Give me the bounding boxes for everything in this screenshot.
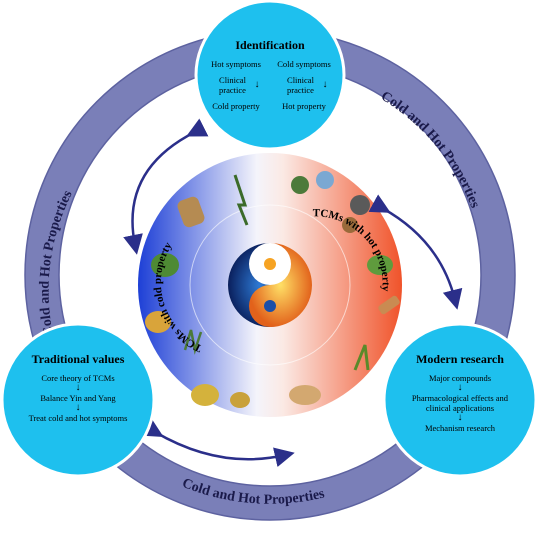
identification-left-2: Cold property xyxy=(212,101,260,111)
identification-right-col: Cold symptoms Clinical practice ↓ Hot pr… xyxy=(273,59,335,111)
down-arrow-icon: ↓ xyxy=(75,402,81,413)
arrow-top-right xyxy=(368,194,463,310)
traditional-item-0: Core theory of TCMs xyxy=(41,373,115,383)
identification-title: Identification xyxy=(235,38,305,52)
arrow-top-left xyxy=(123,118,209,255)
identification-box: Identification Hot symptoms Clinical pra… xyxy=(205,38,335,111)
identification-left-arrow: Clinical practice ↓ xyxy=(205,75,267,95)
down-arrow-icon: ↓ xyxy=(457,412,463,423)
modern-item-0: Major compounds xyxy=(428,373,492,383)
identification-right-arrow: Clinical practice ↓ xyxy=(273,75,335,95)
identification-left-col: Hot symptoms Clinical practice ↓ Cold pr… xyxy=(205,59,267,111)
down-arrow-icon: ↓ xyxy=(75,382,81,393)
traditional-item-2: Treat cold and hot symptoms xyxy=(28,413,128,423)
identification-left-0: Hot symptoms xyxy=(211,59,261,69)
traditional-box: Traditional values Core theory of TCMs ↓… xyxy=(8,352,148,423)
traditional-title: Traditional values xyxy=(31,352,125,366)
modern-item-2: Mechanism research xyxy=(424,423,496,433)
identification-right-2: Hot property xyxy=(282,101,326,111)
modern-circle xyxy=(382,322,538,478)
traditional-item-1: Balance Yin and Yang xyxy=(40,393,116,403)
down-arrow-icon: ↓ xyxy=(457,382,463,393)
arrow-bottom xyxy=(141,418,295,467)
down-arrow-icon: ↓ xyxy=(322,79,328,90)
modern-item-1: Pharmacological effects and clinical app… xyxy=(411,393,509,413)
traditional-circle xyxy=(0,322,156,478)
modern-box: Modern research Major compounds ↓ Pharma… xyxy=(395,352,525,433)
identification-right-0: Cold symptoms xyxy=(277,59,331,69)
identification-left-1: Clinical practice xyxy=(219,75,246,95)
identification-right-1: Clinical practice xyxy=(287,75,314,95)
identification-circle xyxy=(194,0,346,151)
down-arrow-icon: ↓ xyxy=(254,79,260,90)
yin-yang-icon xyxy=(228,243,312,327)
center-inner-ring xyxy=(189,204,351,366)
modern-title: Modern research xyxy=(416,352,504,366)
